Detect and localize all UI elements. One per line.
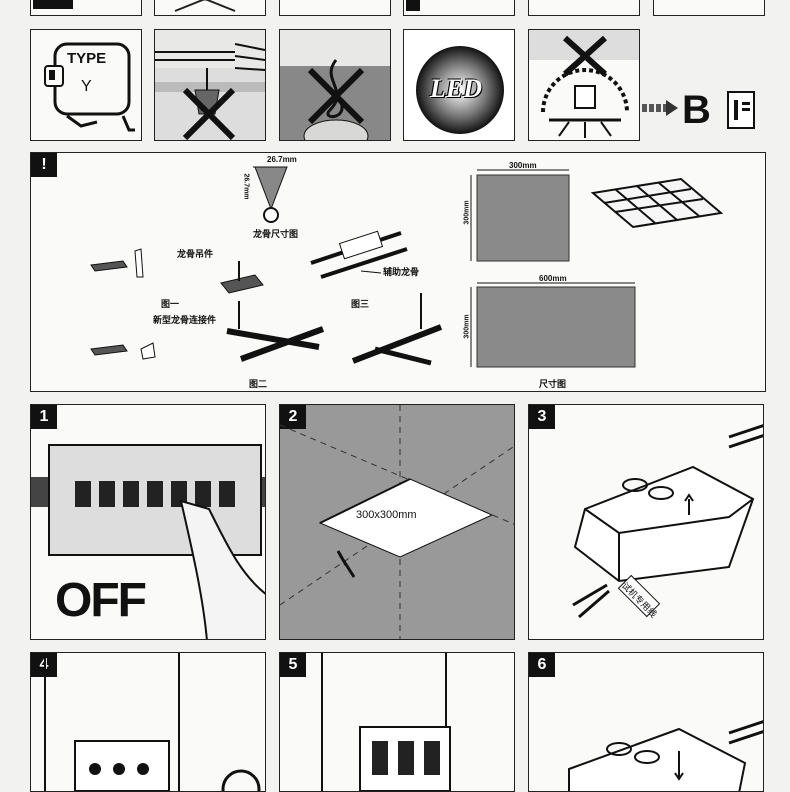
step1-panel: 1 OFF bbox=[30, 404, 266, 640]
step5-panel: 5 bbox=[279, 652, 515, 792]
keel-hanger-label: 龙骨吊件 bbox=[177, 249, 214, 259]
step6-panel: 6 bbox=[528, 652, 764, 792]
step3-panel: 3 试机专用线 bbox=[528, 404, 764, 640]
keel-height-dim: 26.7mm bbox=[242, 173, 250, 200]
bulb-crossed-panel bbox=[528, 29, 640, 141]
opening-size-label: 300x300mm bbox=[356, 509, 417, 521]
size-chart-label: 尺寸图 bbox=[539, 379, 567, 389]
keel-width-dim: 26.7mm bbox=[267, 155, 297, 164]
step2-number: 2 bbox=[280, 405, 306, 429]
top-panel-4 bbox=[403, 0, 515, 16]
keel-size-label: 龙骨尺寸图 bbox=[253, 229, 299, 239]
ceiling-installation-panel: ! 26.7mm 26.7mm 龙骨尺寸图 bbox=[30, 152, 766, 392]
top-panel-3 bbox=[279, 0, 391, 16]
step1-number: 1 bbox=[31, 405, 57, 429]
fig3-label: 图三 bbox=[351, 299, 370, 309]
b-label: B bbox=[682, 88, 711, 132]
top-panel-1 bbox=[30, 0, 142, 16]
top-panel-6 bbox=[653, 0, 765, 16]
step4-panel: 4 bbox=[30, 652, 266, 792]
fig2-label: 图二 bbox=[249, 379, 268, 389]
led-panel: LED bbox=[403, 29, 515, 141]
aux-keel-label: 辅助龙骨 bbox=[383, 267, 420, 277]
step6-number: 6 bbox=[529, 653, 555, 677]
large-panel-width: 600mm bbox=[539, 274, 567, 283]
type-letter: Y bbox=[81, 78, 92, 95]
cable-crossed-panel bbox=[154, 29, 266, 141]
type-label: TYPE bbox=[67, 50, 107, 67]
warning-marker: ! bbox=[31, 153, 57, 177]
off-label: OFF bbox=[55, 574, 147, 627]
arrow-to-b bbox=[640, 98, 680, 118]
type-y-panel: TYPE Y bbox=[30, 29, 142, 141]
top-panel-2 bbox=[154, 0, 266, 16]
step5-number: 5 bbox=[280, 653, 306, 677]
step2-panel: 2 300x300mm bbox=[279, 404, 515, 640]
large-panel-height: 300mm bbox=[463, 314, 471, 339]
small-panel-width: 300mm bbox=[509, 161, 537, 170]
led-label: LED bbox=[430, 74, 482, 103]
top-panel-5 bbox=[528, 0, 640, 16]
small-panel-height: 300mm bbox=[463, 200, 471, 225]
manual-icon bbox=[726, 90, 758, 130]
fig1-label: 图一 bbox=[161, 299, 180, 309]
step3-number: 3 bbox=[529, 405, 555, 429]
new-connector-label: 新型龙骨连接件 bbox=[153, 315, 217, 325]
chandelier-crossed-panel bbox=[279, 29, 391, 141]
